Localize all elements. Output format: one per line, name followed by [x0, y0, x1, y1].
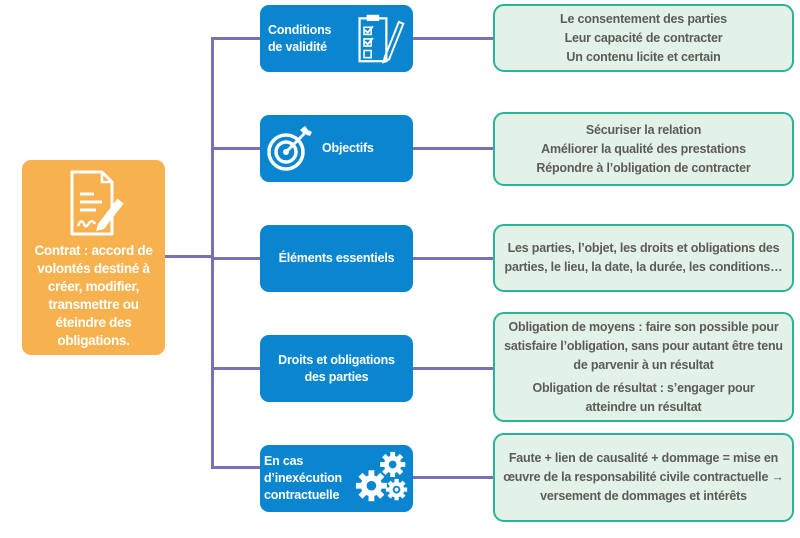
category-label-line: Objectifs [322, 141, 374, 155]
category-label-line: contractuelle [264, 488, 340, 502]
connector-detail-3 [413, 257, 494, 260]
category-label-line: des parties [304, 370, 369, 384]
detail-objectifs: Sécuriser la relation Améliorer la quali… [493, 112, 794, 186]
category-label-line: d’inexécution [264, 471, 342, 485]
category-label-line: Droits et obligations [278, 353, 395, 367]
detail-item: Leur capacité de contracter [564, 30, 723, 45]
category-droits-et-obligations: Droits et obligations des parties [260, 335, 413, 402]
connector-detail-2 [413, 147, 494, 150]
detail-item: Obligation de moyens : faire son possibl… [504, 319, 783, 372]
category-inexecution: En cas d’inexécution contractuelle [260, 445, 413, 512]
detail-item: Faute + lien de causalité + dommage = mi… [503, 451, 784, 503]
connector-branch-1 [211, 37, 260, 40]
connector-branch-5 [211, 466, 260, 469]
category-label-line: En cas [264, 454, 304, 468]
contract-signature-icon [70, 170, 125, 236]
detail-item: Répondre à l’obligation de contracter [536, 160, 751, 175]
root-label: Contrat : accord de volontés destiné à c… [34, 243, 153, 348]
detail-item: Obligation de résultat : s’engager pour … [532, 380, 755, 414]
connector-trunk [211, 37, 214, 468]
detail-item: Sécuriser la relation [585, 122, 702, 137]
target-arrow-icon [267, 126, 312, 171]
connector-branch-4 [211, 367, 260, 370]
gears-icon [355, 451, 408, 502]
category-label-line: Éléments essentiels [278, 251, 395, 265]
category-elements-essentiels: Éléments essentiels [260, 225, 413, 292]
detail-conditions-de-validite: Le consentement des parties Leur capacit… [493, 4, 794, 72]
connector-detail-4 [413, 367, 494, 370]
connector-detail-1 [413, 37, 494, 40]
category-conditions-de-validite: Conditions de validité [260, 5, 413, 72]
category-objectifs: Objectifs [260, 115, 413, 182]
clipboard-checklist-icon [358, 14, 405, 64]
connector-detail-5 [413, 476, 494, 479]
connector-root [165, 255, 213, 258]
detail-item: Le consentement des parties [560, 11, 727, 26]
root-node: Contrat : accord de volontés destiné à c… [22, 160, 165, 355]
connector-branch-3 [211, 257, 260, 260]
detail-inexecution: Faute + lien de causalité + dommage = mi… [493, 433, 794, 522]
connector-branch-2 [211, 147, 260, 150]
detail-item: Un contenu licite et certain [566, 49, 721, 64]
detail-item: Améliorer la qualité des prestations [541, 141, 746, 156]
detail-droits-et-obligations: Obligation de moyens : faire son possibl… [493, 312, 794, 422]
detail-elements-essentiels: Les parties, l’objet, les droits et obli… [493, 224, 794, 292]
category-label-line: Conditions [268, 23, 332, 37]
detail-item: Les parties, l’objet, les droits et obli… [504, 241, 783, 274]
category-label-line: de validité [268, 40, 327, 54]
